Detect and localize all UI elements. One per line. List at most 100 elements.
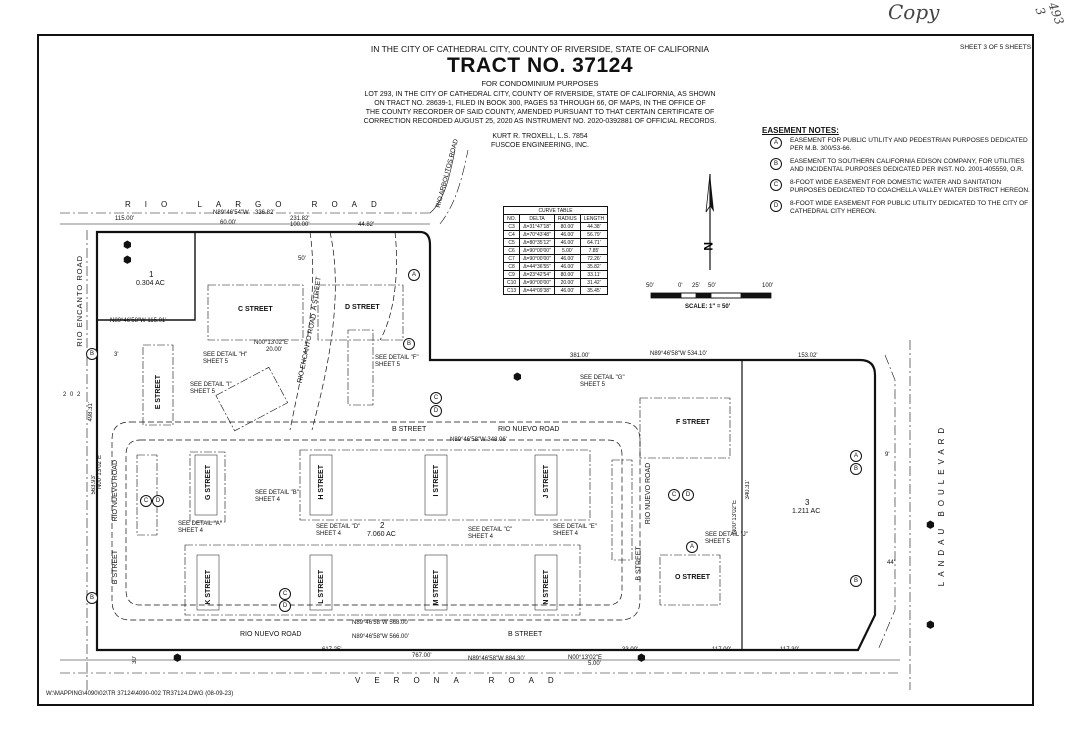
legal-line-3: THE COUNTY RECORDER OF SAID COUNTY, AMEN… bbox=[365, 109, 715, 116]
purpose-line: FOR CONDOMINIUM PURPOSES bbox=[481, 79, 599, 88]
dim-bottom-767: 767.00' bbox=[412, 653, 432, 659]
detail-j-ref: SEE DETAIL "J" SHEET 5 bbox=[705, 532, 748, 545]
scale-tick-50-left: 50' bbox=[646, 283, 654, 289]
note-text-b: EASEMENT TO SOUTHERN CALIFORNIA EDISON C… bbox=[790, 158, 1025, 173]
rio-encanto-road-label: RIO ENCANTO ROAD bbox=[75, 255, 84, 347]
dim-left-202: 2 0 2 bbox=[63, 392, 82, 398]
dim-mid-381: 381.00' bbox=[570, 353, 590, 359]
b-street-top-label: B STREET bbox=[392, 426, 427, 433]
note-key-d: D bbox=[770, 200, 782, 212]
dim-top-100: 100.00' bbox=[290, 222, 310, 228]
lot-2-area: 7.060 AC bbox=[367, 531, 396, 538]
b-street-left-label: B STREET bbox=[112, 550, 119, 585]
easement-b-marker-2: B bbox=[86, 592, 98, 604]
easement-d-marker-2: D bbox=[682, 489, 694, 501]
scale-label: SCALE: 1" = 50' bbox=[685, 304, 731, 310]
rio-nuevo-road-left-label: RIO NUEVO ROAD bbox=[112, 460, 119, 522]
e-street-label: E STREET bbox=[155, 375, 162, 410]
dim-bottom-117a: 117.00' bbox=[712, 647, 732, 653]
dim-top-231: 231.82' bbox=[290, 216, 310, 222]
dim-rio-nuevo-568b: N89°46'58"W 566.00' bbox=[352, 634, 409, 640]
firm-name: FUSCOE ENGINEERING, INC. bbox=[490, 142, 589, 149]
detail-f-ref: SEE DETAIL "F" SHEET 5 bbox=[375, 355, 419, 368]
easement-d-marker-3: D bbox=[430, 405, 442, 417]
scale-tick-25: 25' bbox=[692, 283, 700, 289]
monument-icon-2: ⬢ bbox=[123, 255, 132, 266]
monument-icon-6: ⬢ bbox=[926, 520, 935, 531]
easement-a-marker-1: A bbox=[850, 450, 862, 462]
dim-bottom-117b: 117.30' bbox=[780, 647, 800, 653]
detail-g-ref: SEE DETAIL "G" SHEET 5 bbox=[580, 375, 625, 388]
note-key-a: A bbox=[770, 137, 782, 149]
lot-1-number: 1 bbox=[149, 270, 154, 279]
m-street-label: M STREET bbox=[433, 570, 440, 606]
easement-a-marker-3: A bbox=[686, 541, 698, 553]
landau-boulevard-label: LANDAU BOULEVARD bbox=[937, 422, 947, 587]
scale-tick-50: 50' bbox=[708, 283, 716, 289]
verona-road-label: VERONA ROAD bbox=[355, 676, 568, 685]
scale-tick-0: 0' bbox=[678, 283, 683, 289]
file-path: W:\MAPPING\4090\02\TR 37124\4090-002 TR3… bbox=[46, 691, 234, 697]
k-street-label: K STREET bbox=[205, 570, 212, 605]
legal-line-1: LOT 293, IN THE CITY OF CATHEDRAL CITY, … bbox=[364, 91, 716, 98]
note-key-b: B bbox=[770, 158, 782, 170]
dim-bottom-33: 33.00' bbox=[622, 647, 639, 653]
dim-left-498: 498.31' bbox=[88, 402, 94, 422]
dim-top-115: 115.00' bbox=[115, 216, 135, 222]
h-street-label: H STREET bbox=[318, 465, 325, 500]
scale-bar bbox=[650, 292, 772, 299]
monument-icon-3: ⬢ bbox=[513, 372, 522, 383]
note-text-d: 8-FOOT WIDE EASEMENT FOR PUBLIC UTILITY … bbox=[790, 200, 1029, 215]
lot-1-area: 0.304 AC bbox=[136, 280, 165, 287]
b-street-bottom-label: B STREET bbox=[508, 631, 543, 638]
easement-b-marker-1: B bbox=[86, 348, 98, 360]
dim-mid-bearing: N89°46'58"W 534.10' bbox=[650, 351, 707, 357]
dim-label-30: 30' bbox=[132, 656, 138, 664]
dim-right-340: 340.31' bbox=[745, 480, 751, 500]
note-text-c: 8-FOOT WIDE EASEMENT FOR DOMESTIC WATER … bbox=[790, 179, 1030, 194]
scale-tick-100: 100' bbox=[762, 283, 774, 289]
dim-label-44: 44' bbox=[887, 560, 895, 566]
dim-bottom-bearing: N89°46'58"W 884.30' bbox=[468, 656, 525, 662]
north-arrow-icon: N bbox=[701, 173, 715, 270]
sheet-border bbox=[37, 34, 1034, 706]
detail-i-ref: SEE DETAIL "I" SHEET 5 bbox=[190, 382, 232, 395]
curve-cell: 35.45' bbox=[579, 286, 609, 295]
dim-label-50a: 50' bbox=[298, 256, 306, 262]
dim-bottom-617: 617.25' bbox=[322, 647, 342, 653]
dim-right-bearing: N00°13'02"E bbox=[732, 500, 738, 535]
dim-left-bearing: N00°13'02"E bbox=[97, 455, 103, 490]
detail-h-ref: SEE DETAIL "H" SHEET 5 bbox=[203, 352, 248, 365]
dim-d-20: 20.00' bbox=[266, 347, 283, 353]
easement-d-marker-4: D bbox=[279, 600, 291, 612]
dim-rio-nuevo-348: N89°46'58"W 348.06' bbox=[450, 437, 507, 443]
easement-c-marker-2: C bbox=[668, 489, 680, 501]
o-street-label: O STREET bbox=[675, 574, 711, 581]
location-line: IN THE CITY OF CATHEDRAL CITY, COUNTY OF… bbox=[370, 44, 710, 54]
easement-d-marker-1: D bbox=[152, 495, 164, 507]
dim-top-336: 336.82' bbox=[255, 210, 275, 216]
easement-b-marker-3: B bbox=[403, 338, 415, 350]
svg-text:N: N bbox=[701, 242, 715, 251]
easement-c-marker-4: C bbox=[279, 588, 291, 600]
l-street-label: L STREET bbox=[318, 570, 325, 604]
lot-3-area: 1.211 AC bbox=[792, 508, 821, 515]
detail-e-ref: SEE DETAIL "E" SHEET 4 bbox=[553, 524, 597, 537]
detail-b-ref: SEE DETAIL "B" SHEET 4 bbox=[255, 490, 299, 503]
monument-icon-7: ⬢ bbox=[926, 620, 935, 631]
lot-2-number: 2 bbox=[380, 521, 385, 530]
rio-largo-road-label: RIO LARGO ROAD bbox=[125, 200, 391, 209]
monument-icon-5: ⬢ bbox=[637, 653, 646, 664]
easement-b-marker-4: B bbox=[850, 463, 862, 475]
n-street-label: N STREET bbox=[543, 570, 550, 605]
dim-bottom-bearing2: N00°13'02"E bbox=[568, 655, 603, 661]
dim-label-3: 3' bbox=[114, 352, 119, 358]
dim-rio-nuevo-568: N89°46'58"W 568.00' bbox=[352, 620, 409, 626]
surveyor-name: KURT R. TROXELL, L.S. 7854 bbox=[492, 133, 588, 140]
dim-top-44: 44.82' bbox=[358, 222, 375, 228]
